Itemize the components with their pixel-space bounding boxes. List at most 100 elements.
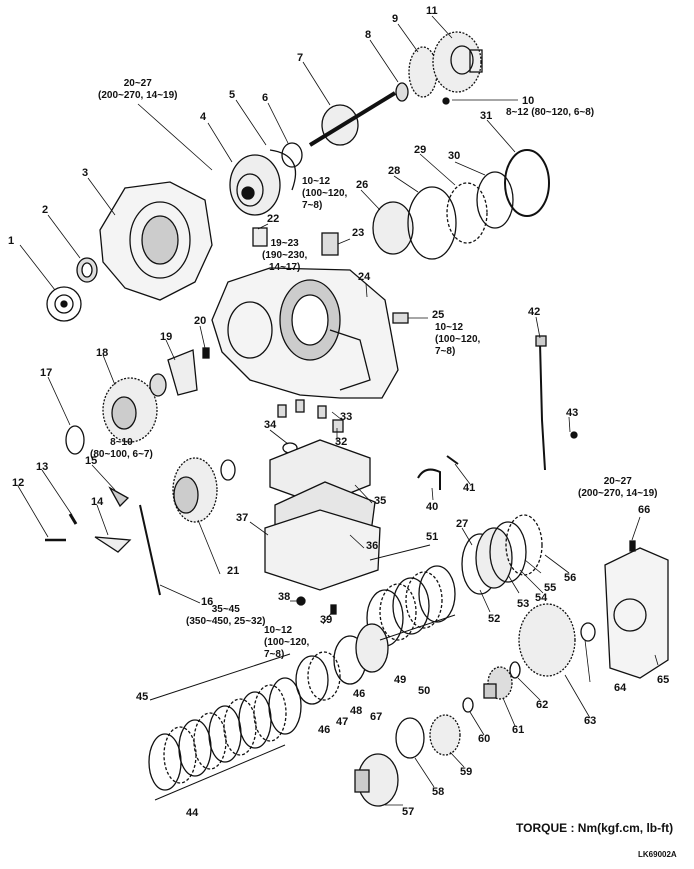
rear-cover-hub [613, 598, 647, 632]
part-label: 54 [535, 592, 548, 604]
part-label: 19 [160, 331, 173, 343]
part-label: 10 [522, 95, 535, 107]
part-label: 40 [426, 501, 439, 513]
plugs-32-33 [277, 399, 344, 433]
part-label: 11 [426, 5, 438, 17]
differential-18 [102, 377, 158, 443]
part-label: 64 [614, 682, 627, 694]
ring-60 [462, 697, 474, 713]
plate-29 [446, 182, 488, 244]
torque-spec: 35~45 (350~450, 25~32) [186, 604, 266, 627]
part-label: 58 [432, 786, 445, 798]
clutch-pack-44-45 [148, 677, 302, 791]
ring-62 [509, 661, 521, 679]
part-label: 12 [12, 477, 25, 489]
part-label: 56 [564, 572, 577, 584]
part-label: 41 [463, 482, 476, 494]
part-label: 21 [227, 565, 240, 577]
part-label: 37 [236, 512, 249, 524]
transaxle-case [211, 267, 399, 399]
torque-spec: 19~23 (190~230, 14~17) [262, 238, 308, 273]
part-label: 22 [267, 213, 280, 225]
solenoid-23 [321, 232, 339, 256]
oil-filter-35 [269, 439, 371, 506]
part-label: 18 [96, 347, 109, 359]
part-label: 32 [335, 436, 348, 448]
part-label: 46 [318, 724, 331, 736]
drain-plug-38 [296, 596, 306, 606]
torque-spec: 10~12 (100~120, 7~8) [264, 625, 310, 660]
bolt-66 [629, 540, 636, 552]
part-label: 38 [278, 591, 291, 603]
drawing-code: LK69002A [638, 850, 677, 859]
part-label: 52 [488, 613, 501, 625]
torque-spec: 20~27 (200~270, 14~19) [578, 476, 658, 499]
part-label: 47 [336, 716, 349, 728]
oil-pan-37 [264, 509, 381, 591]
spring-13 [68, 513, 78, 525]
part-label: 26 [356, 179, 369, 191]
dipstick-cap [535, 335, 547, 347]
bracket-45 [149, 653, 291, 701]
part-label: 55 [544, 582, 557, 594]
torque-spec: 8~12 (80~120, 6~8) [506, 107, 595, 118]
part-label: 3 [82, 167, 89, 179]
part-label: 15 [85, 455, 98, 467]
part-label: 31 [480, 110, 493, 122]
bearing-8 [395, 82, 409, 102]
bolt-43 [570, 431, 578, 439]
part-label: 46 [353, 688, 366, 700]
part-label: 62 [536, 699, 549, 711]
torque-legend: TORQUE : Nm(kgf.cm, lb-ft) [516, 821, 674, 835]
rod-16 [139, 504, 161, 596]
part-label: 35 [374, 495, 387, 507]
part-label: 14 [91, 496, 104, 508]
rear-cover-65 [604, 547, 669, 679]
part-label: 8 [365, 29, 372, 41]
part-label: 45 [136, 691, 149, 703]
snap-ring-28 [407, 186, 457, 260]
clip-41 [446, 455, 459, 465]
bracket-50 [379, 614, 456, 641]
torque-spec: 20~27 (200~270, 14~19) [98, 78, 178, 101]
part-label: 43 [566, 407, 579, 419]
converter-housing [99, 181, 213, 301]
part-label: 67 [370, 711, 383, 723]
part-label: 23 [352, 227, 365, 239]
hub-57 [354, 753, 399, 807]
o-ring-6 [281, 142, 303, 168]
bolt-39 [330, 604, 337, 615]
harness-40 [417, 468, 441, 490]
part-label: 7 [297, 52, 304, 64]
gear-9 [408, 46, 438, 98]
part-label: 13 [36, 461, 49, 473]
part-label: 30 [448, 150, 461, 162]
bolt-20 [202, 347, 210, 359]
part-label: 42 [528, 306, 541, 318]
part-label: 2 [42, 204, 49, 216]
part-label: 53 [517, 598, 530, 610]
part-label: 51 [426, 531, 439, 543]
bearing-64 [580, 622, 596, 642]
part-label: 29 [414, 144, 427, 156]
clutch-pack-51 [366, 565, 456, 647]
clutch-drum-63 [518, 603, 576, 677]
part-label: 16 [201, 596, 214, 608]
part-label: 39 [320, 614, 333, 626]
part-label: 44 [186, 807, 199, 819]
part-label: 36 [366, 540, 379, 552]
part-label: 24 [358, 271, 371, 283]
bolt-10 [442, 97, 450, 105]
seal-26 [372, 201, 414, 255]
snap-ring-31 [504, 149, 550, 217]
part-label: 48 [350, 705, 363, 717]
part-label: 33 [340, 411, 353, 423]
disc-stack-50 [295, 623, 389, 705]
part-label: 50 [418, 685, 431, 697]
bracket-44 [154, 744, 286, 801]
bearing-19a [149, 373, 167, 397]
part-label: 17 [40, 367, 53, 379]
part-label: 6 [262, 92, 269, 104]
input-shaft [308, 91, 397, 147]
part-label: 5 [229, 89, 236, 101]
